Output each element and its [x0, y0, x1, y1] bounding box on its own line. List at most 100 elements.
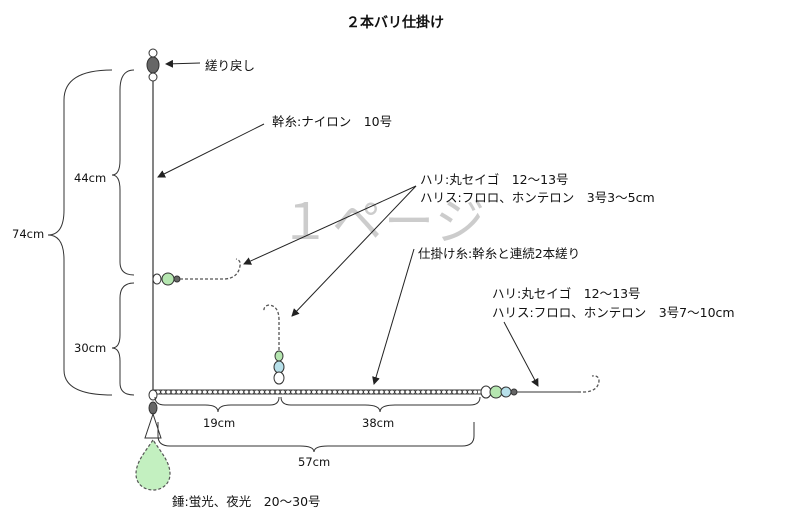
brace-38cm — [280, 396, 481, 413]
twist-segment — [222, 389, 229, 395]
hook1-hook-label: ハリ:丸セイゴ 12～13号 — [420, 172, 569, 187]
arrow-swivel — [165, 59, 201, 68]
diagram-title: ２本バリ仕掛け — [346, 15, 444, 31]
twist-segment — [269, 389, 276, 395]
twist-segment — [389, 389, 395, 395]
twist-segment — [435, 389, 442, 395]
brace-74cm — [47, 69, 113, 396]
twist-segment — [363, 389, 369, 395]
twist-segment — [264, 389, 271, 395]
twist-segment — [456, 389, 463, 395]
twist-segment — [399, 389, 406, 395]
rig-horizontal-line — [153, 389, 488, 395]
twist-segment — [300, 389, 307, 395]
dim-total-vertical: 74cm — [12, 227, 45, 241]
twist-segment — [378, 389, 385, 395]
dim-lower: 30cm — [74, 341, 107, 355]
swivel-label: 縒り戻し — [205, 58, 256, 73]
twist-segment — [352, 389, 359, 395]
middle-branch — [263, 304, 285, 385]
dim-horizontal-a: 19cm — [203, 416, 236, 430]
brace-44cm — [111, 69, 135, 276]
twist-segment — [357, 389, 364, 395]
arrow-middle-hook — [291, 185, 417, 317]
twist-segment — [217, 389, 224, 395]
twist-segment — [165, 389, 172, 395]
brace-30cm — [111, 282, 135, 396]
twist-segment — [337, 389, 343, 395]
sinker — [135, 438, 171, 491]
twist-segment — [233, 389, 239, 395]
page-watermark: １ページ — [280, 193, 487, 251]
dim-horizontal-b: 38cm — [362, 416, 395, 430]
end-hook — [578, 375, 600, 393]
twist-segment — [472, 389, 479, 395]
twist-segment — [373, 389, 380, 395]
twist-segment — [425, 389, 432, 395]
twist-segment — [415, 389, 421, 395]
upper-branch — [152, 258, 241, 286]
twist-segment — [279, 389, 286, 395]
twist-segment — [212, 389, 219, 395]
twist-segment — [285, 389, 291, 395]
twist-segment — [196, 389, 203, 395]
twist-segment — [207, 389, 213, 395]
twist-segment — [186, 389, 193, 395]
brace-19cm — [154, 396, 280, 413]
twist-segment — [305, 389, 312, 395]
twist-segment — [326, 389, 333, 395]
end-branch — [480, 375, 600, 399]
twist-segment — [316, 389, 323, 395]
twist-segment — [461, 389, 468, 395]
sinker-label: 錘:蛍光、夜光 20～30号 — [172, 494, 321, 509]
arrow-mainline — [157, 123, 265, 178]
hook2-leader-label: ハリス:フロロ、ホンテロン 3号7～10cm — [492, 305, 735, 320]
twist-segment — [331, 389, 338, 395]
sinker-assembly — [135, 389, 171, 491]
twist-segment — [202, 389, 208, 395]
twist-segment — [451, 389, 458, 395]
dim-upper: 44cm — [74, 171, 107, 185]
twist-segment — [430, 389, 437, 395]
twist-segment — [290, 389, 297, 395]
arrow-upper-hook — [243, 185, 417, 265]
dim-horizontal-total: 57cm — [298, 455, 331, 469]
twist-segment — [347, 389, 354, 395]
twist-segment — [253, 389, 260, 395]
twist-segment — [394, 389, 401, 395]
twist-segment — [191, 389, 198, 395]
twist-segment — [368, 389, 375, 395]
twist-segment — [441, 389, 447, 395]
swivel-top — [146, 48, 160, 82]
brace-57cm — [157, 422, 475, 453]
rig-line-label: 仕掛け糸:幹糸と連続2本縒り — [418, 246, 581, 261]
twist-segment — [342, 389, 349, 395]
twist-segment — [228, 389, 234, 395]
twist-segment — [409, 389, 416, 395]
middle-hook — [263, 304, 280, 350]
twist-segment — [181, 389, 187, 395]
arrow-rig-line — [372, 248, 415, 385]
twist-segment — [311, 389, 317, 395]
twist-segment — [248, 389, 255, 395]
twist-segment — [259, 389, 265, 395]
mainline-label: 幹糸:ナイロン 10号 — [272, 114, 393, 129]
twist-segment — [383, 389, 390, 395]
twist-segment — [160, 389, 167, 395]
twist-segment — [467, 389, 473, 395]
twist-segment — [243, 389, 250, 395]
twist-segment — [238, 389, 245, 395]
upper-hook — [180, 258, 241, 280]
twist-segment — [420, 389, 427, 395]
twist-segment — [274, 389, 281, 395]
twist-segment — [176, 389, 182, 395]
twist-segment — [170, 389, 177, 395]
hook1-leader-label: ハリス:フロロ、ホンテロン 3号3～5cm — [420, 190, 655, 205]
arrow-end-hook — [503, 321, 539, 387]
twist-segment — [321, 389, 328, 395]
twist-segment — [446, 389, 453, 395]
twist-segment — [404, 389, 411, 395]
twist-segment — [295, 389, 302, 395]
